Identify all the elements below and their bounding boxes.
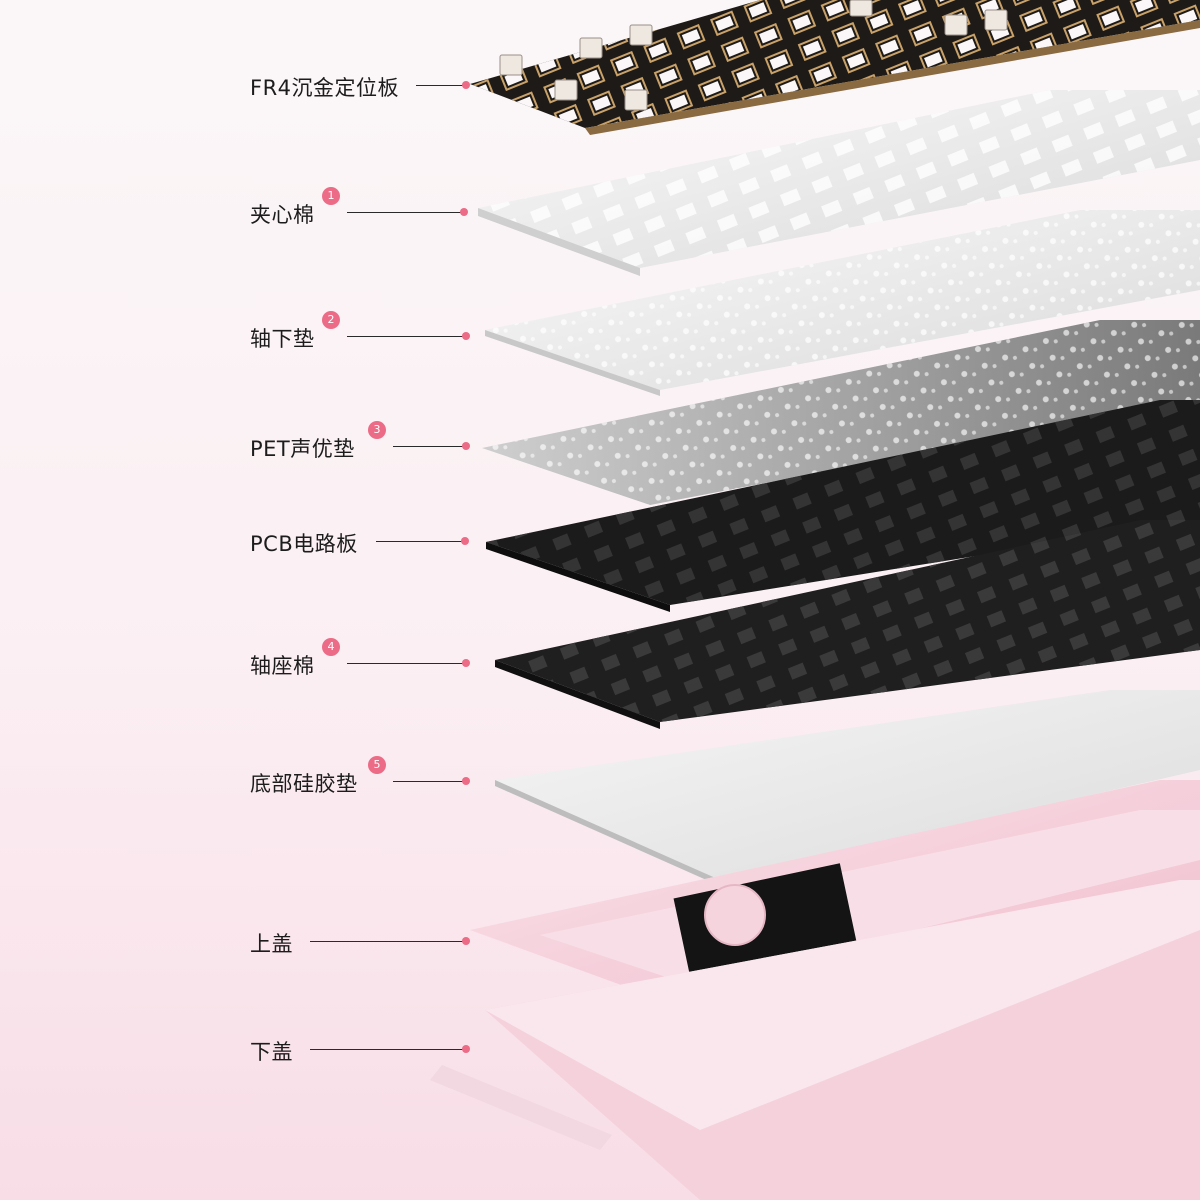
- callout-label: 底部硅胶垫: [250, 772, 358, 796]
- callout-badge: 4: [322, 638, 340, 656]
- callout-badge: 5: [368, 756, 386, 774]
- anchor-dot: [462, 332, 470, 340]
- leader-line: [310, 941, 463, 942]
- leader-line: [347, 663, 463, 664]
- callout-badge: 2: [322, 311, 340, 329]
- leader-line: [347, 212, 461, 213]
- anchor-dot: [462, 937, 470, 945]
- anchor-dot: [462, 777, 470, 785]
- black-pcb-layer: [486, 400, 1200, 612]
- black-foam-layer: [495, 520, 1200, 729]
- white-foam-layer: [478, 90, 1200, 276]
- anchor-dot: [462, 442, 470, 450]
- anchor-dot: [461, 537, 469, 545]
- leader-line: [310, 1049, 463, 1050]
- anchor-dot: [462, 1045, 470, 1053]
- pink-bottom-case-layer: [430, 880, 1200, 1200]
- callout-label: PCB电路板: [250, 532, 358, 556]
- callout-label: 轴下垫: [250, 327, 315, 351]
- pink-top-case-layer: [470, 780, 1200, 1010]
- callout-label: 下盖: [250, 1040, 293, 1064]
- leader-line: [347, 336, 463, 337]
- callout-label: 夹心棉: [250, 203, 315, 227]
- callout-label: PET声优垫: [250, 437, 355, 461]
- leader-line: [376, 541, 462, 542]
- leader-line: [393, 446, 463, 447]
- grey-pet-layer: [482, 320, 1200, 505]
- callout-badge: 1: [322, 187, 340, 205]
- leader-line: [393, 781, 463, 782]
- callout-label: FR4沉金定位板: [250, 76, 400, 100]
- white-pad-layer: [485, 210, 1200, 396]
- anchor-dot: [462, 659, 470, 667]
- fr4-plate-layer: [470, 0, 1200, 135]
- callout-label: 上盖: [250, 932, 293, 956]
- leader-line: [416, 85, 464, 86]
- silicone-pad-layer: [495, 690, 1200, 886]
- anchor-dot: [460, 208, 468, 216]
- anchor-dot: [462, 81, 470, 89]
- callout-badge: 3: [368, 421, 386, 439]
- callout-label: 轴座棉: [250, 654, 315, 678]
